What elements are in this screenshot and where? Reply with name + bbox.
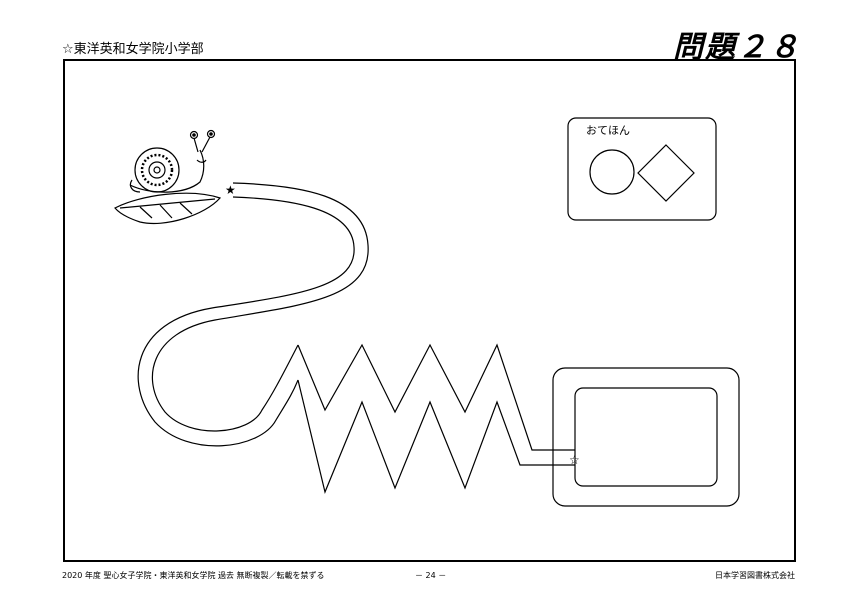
sample-label: おてほん: [586, 124, 630, 137]
sample-diamond: [637, 144, 695, 202]
sample-box: [567, 117, 717, 221]
snail-icon: [114, 129, 222, 225]
footer-page-number: － 24 －: [415, 571, 447, 580]
footer-copyright: 2020 年度 聖心女子学院・東洋英和女学院 過去 無断複製／転載を禁ずる: [62, 571, 325, 580]
worksheet-frame: [63, 59, 796, 562]
sample-circle: [589, 149, 635, 195]
goal-box: [552, 367, 740, 507]
goal-marker: ☆: [569, 453, 580, 467]
school-name: ☆東洋英和女学院小学部: [62, 42, 204, 57]
footer-publisher: 日本学習図書株式会社: [715, 571, 795, 580]
maze-path: [137, 182, 575, 494]
start-marker: ★: [225, 183, 236, 197]
